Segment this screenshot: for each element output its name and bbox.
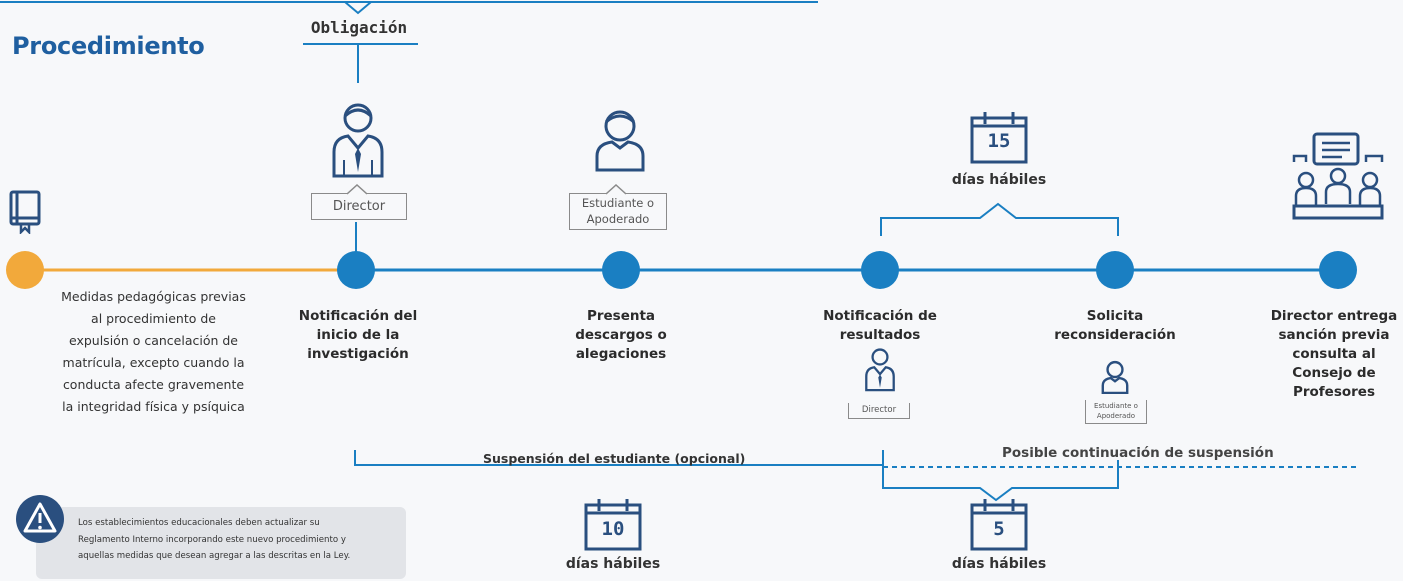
student-tag-notch <box>606 184 626 195</box>
student-tag-line2: Apoderado <box>586 212 650 226</box>
deadline-10-label: días hábiles <box>565 556 661 572</box>
book-icon <box>9 190 41 234</box>
student-icon <box>595 110 645 172</box>
timeline-node-1 <box>6 251 44 289</box>
suspension-label: Suspensión del estudiante (opcional) <box>483 451 746 466</box>
warning-text: Los establecimientos educacionales deben… <box>78 518 351 561</box>
node-3-label: Presenta descargos o alegaciones <box>575 308 667 362</box>
continuation-label: Posible continuación de suspensión <box>1002 445 1274 461</box>
node-6-label: Director entrega sanción previa consulta… <box>1270 308 1398 400</box>
director-small-tag: Director <box>848 403 910 419</box>
student-small-tag: Estudiante o Apoderado <box>1085 400 1147 424</box>
page-title: Procedimiento <box>12 32 205 60</box>
timeline-node-6 <box>1319 251 1357 289</box>
director-connector <box>355 222 357 256</box>
deadline-10-number: 10 <box>601 518 625 540</box>
student-small-icon <box>1101 360 1129 394</box>
calendar-5-icon <box>970 499 1028 551</box>
director-tag-label: Director <box>332 199 386 214</box>
director-icon <box>332 103 384 178</box>
director-tag: Director <box>311 193 407 220</box>
node-2-label: Notificación del inicio de la investigac… <box>298 308 418 362</box>
deadline-5-number: 5 <box>993 518 1005 540</box>
node-1-label: Medidas pedagógicas previas al procedimi… <box>61 289 246 414</box>
deadline-top-label: días hábiles <box>951 172 1047 188</box>
obligation-label: Obligación <box>310 18 408 37</box>
node-5-label: Solicita reconsideración <box>1054 308 1176 343</box>
suspension-brackets <box>354 450 1360 502</box>
timeline-node-4 <box>861 251 899 289</box>
top-connector <box>0 1 818 83</box>
calendar-10-icon <box>584 499 642 551</box>
top-bracket <box>880 202 1119 236</box>
warning-box <box>36 507 406 579</box>
director-small-icon <box>865 348 895 392</box>
deadline-5-label: días hábiles <box>951 556 1047 572</box>
council-icon <box>1292 132 1384 220</box>
timeline-node-2 <box>337 251 375 289</box>
calendar-icon <box>970 112 1028 164</box>
deadline-top-number: 15 <box>987 130 1011 152</box>
timeline-node-5 <box>1096 251 1134 289</box>
student-tag-line1: Estudiante o <box>581 196 655 210</box>
timeline <box>6 251 1357 289</box>
director-tag-notch <box>347 184 367 195</box>
student-tag: Estudiante o Apoderado <box>569 193 667 230</box>
warning-icon <box>16 495 64 543</box>
timeline-node-3 <box>602 251 640 289</box>
node-4-label: Notificación de resultados <box>823 308 937 343</box>
